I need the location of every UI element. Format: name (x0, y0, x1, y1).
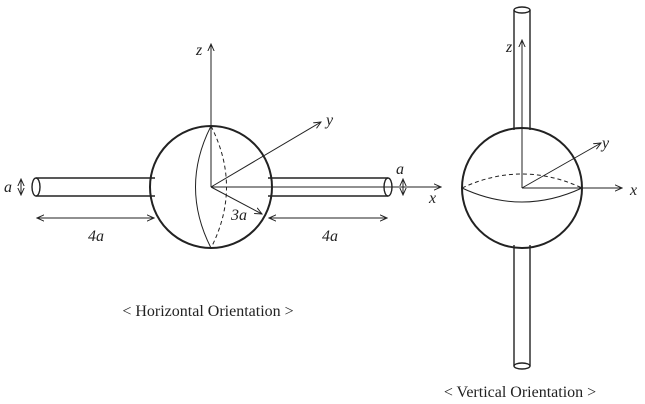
x-axis-label-vertical: x (629, 182, 637, 199)
y-axis-vertical (521, 143, 601, 189)
vertical-figure: z x y < Vertical Orientation > (444, 6, 637, 401)
y-axis-label: y (324, 112, 334, 129)
top-rod (513, 6, 531, 130)
left-rod-diameter-label: a (4, 179, 12, 196)
z-axis-label-vertical: z (505, 39, 513, 56)
horizontal-figure: z x y a a 4a 4a 3a < Horizontal Orientat… (4, 42, 441, 320)
y-axis (210, 122, 321, 188)
horizontal-caption: < Horizontal Orientation > (122, 303, 293, 320)
vertical-caption: < Vertical Orientation > (444, 384, 596, 401)
radius-arrow (210, 186, 262, 214)
sphere-radius-label: 3a (230, 207, 247, 224)
sphere-equator-back (461, 173, 583, 189)
right-rod-diameter-label: a (396, 161, 404, 178)
sphere-meridian-front (195, 125, 212, 249)
right-rod-length-label: 4a (322, 228, 338, 245)
left-rod (31, 177, 155, 197)
sphere-equator-front (461, 187, 583, 203)
z-axis-label: z (195, 42, 203, 59)
y-axis-label-vertical: y (600, 135, 610, 152)
x-axis-label: x (428, 190, 436, 207)
bottom-rod (513, 245, 531, 370)
left-rod-length-label: 4a (88, 228, 104, 245)
